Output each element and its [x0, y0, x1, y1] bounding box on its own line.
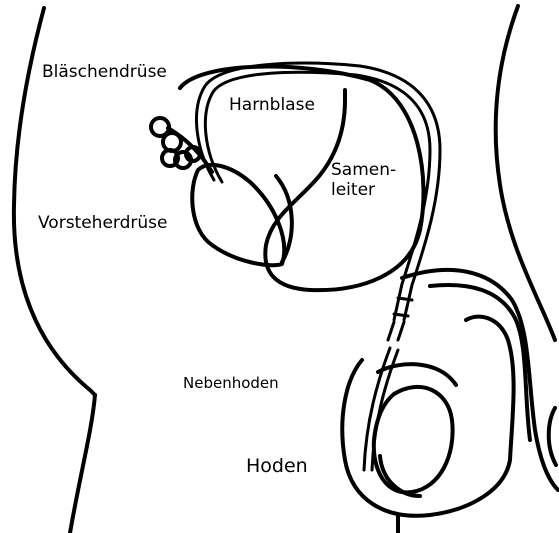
penis-tip [549, 408, 556, 465]
urethra-outline [402, 270, 558, 490]
label-prostate: Vorsteherdrüse [38, 214, 167, 234]
label-seminal-vesicle: Bläschendrüse [42, 63, 167, 83]
seminal-vesicle-shape [151, 118, 212, 172]
label-vas-deferens-line1: Samen- [331, 161, 396, 181]
vas-deferens-tube [196, 63, 440, 470]
prostate-outline [192, 165, 284, 265]
label-bladder: Harnblase [229, 96, 315, 116]
label-epididymis: Nebenhoden [183, 375, 279, 392]
label-vas-deferens-line2: leiter [331, 181, 396, 201]
label-vas-deferens: Samen- leiter [331, 161, 396, 200]
label-testis: Hoden [246, 456, 308, 478]
leg-outline [70, 395, 95, 533]
